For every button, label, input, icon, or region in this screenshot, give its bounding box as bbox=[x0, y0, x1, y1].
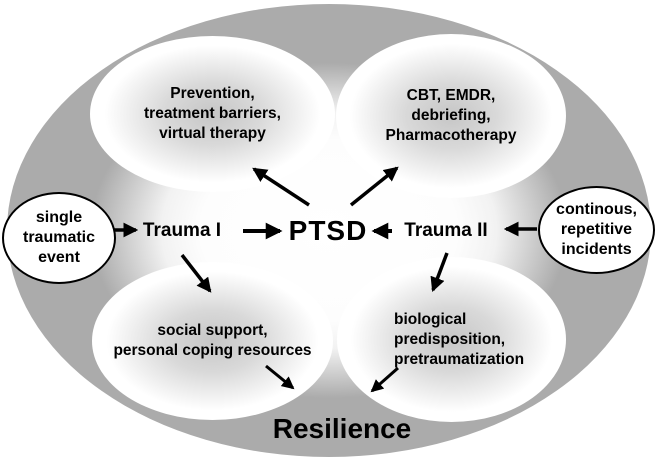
source-repetitive-ellipse: continous, repetitive incidents bbox=[538, 186, 655, 274]
node-prevention-ellipse: Prevention, treatment barriers, virtual … bbox=[90, 36, 335, 192]
resilience-label: Resilience bbox=[272, 413, 412, 444]
node-prevention-label: Prevention, treatment barriers, virtual … bbox=[144, 85, 281, 142]
source-single-event-label: single traumatic event bbox=[22, 209, 96, 266]
node-biological-ellipse: biological predisposition, pretraumatiza… bbox=[337, 257, 566, 422]
ptsd-label: PTSD bbox=[288, 215, 368, 246]
source-single-event-ellipse: single traumatic event bbox=[2, 192, 116, 284]
node-treatment-label: CBT, EMDR, debriefing, Pharmacotherapy bbox=[385, 87, 517, 144]
source-repetitive-label: continous, repetitive incidents bbox=[556, 201, 637, 258]
node-social-support-label: social support, personal coping resource… bbox=[113, 322, 312, 359]
node-treatment-ellipse: CBT, EMDR, debriefing, Pharmacotherapy bbox=[336, 34, 566, 198]
trauma-one-label: Trauma I bbox=[142, 220, 222, 241]
node-social-support-ellipse: social support, personal coping resource… bbox=[92, 262, 333, 420]
trauma-two-label: Trauma II bbox=[404, 220, 488, 241]
node-biological-label: biological predisposition, pretraumatiza… bbox=[394, 310, 525, 368]
